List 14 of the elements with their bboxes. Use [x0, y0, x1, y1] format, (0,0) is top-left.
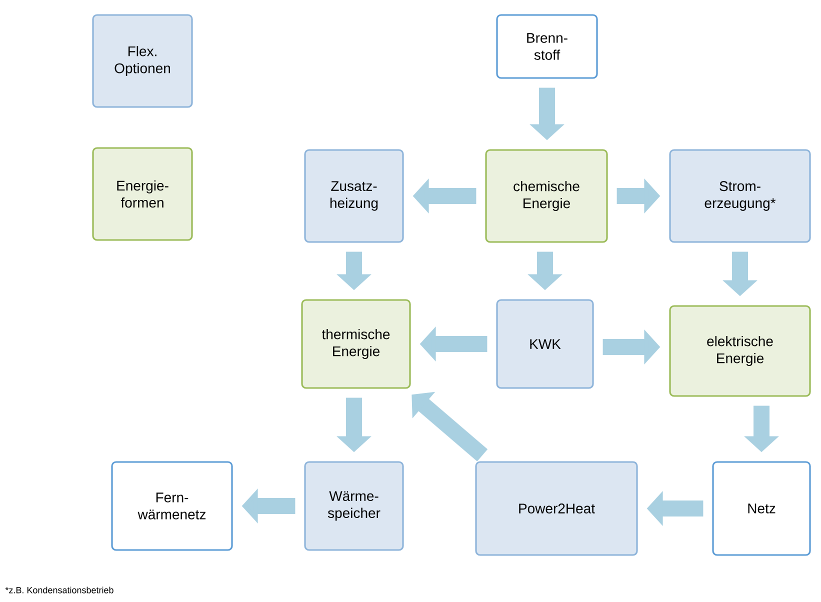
process-box: Zusatz- heizung: [304, 149, 404, 243]
process-box: Fern- wärmenetz: [111, 461, 233, 551]
process-box: Wärme- speicher: [304, 461, 404, 551]
process-box: Flex. Optionen: [92, 14, 193, 108]
process-box: KWK: [496, 299, 594, 389]
process-box: chemische Energie: [485, 149, 608, 243]
process-box: Brenn- stoff: [496, 14, 598, 79]
process-box: thermische Energie: [301, 299, 411, 389]
process-box: Strom- erzeugung*: [669, 149, 811, 243]
process-box: Energie- formen: [92, 147, 193, 241]
process-box: elektrische Energie: [669, 305, 811, 397]
process-box: Netz: [712, 461, 811, 556]
footnote: *z.B. Kondensationsbetrieb: [5, 586, 114, 594]
process-box: Power2Heat: [475, 461, 638, 556]
